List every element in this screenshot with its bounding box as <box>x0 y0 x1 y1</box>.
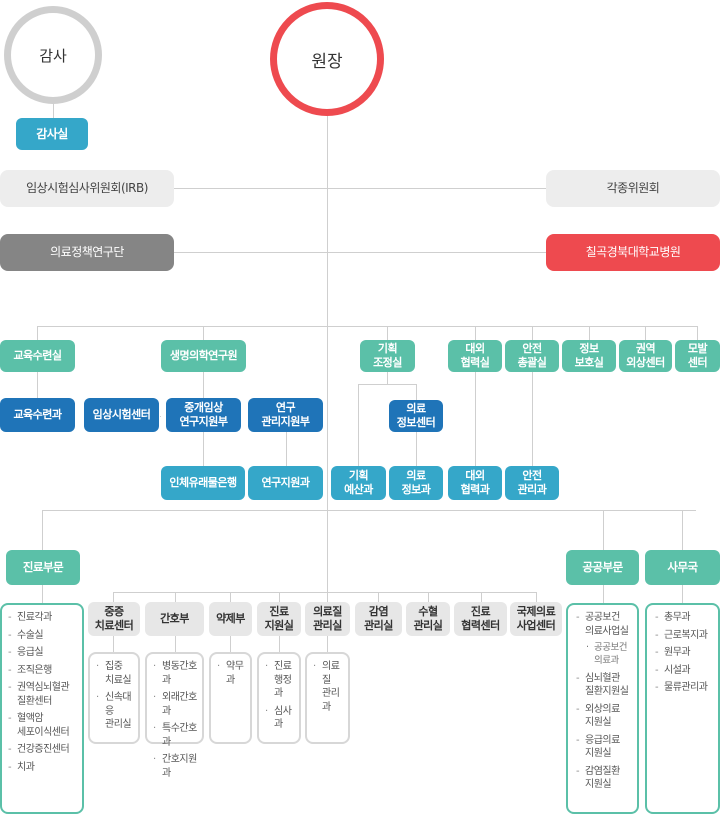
safety-office: 안전 총괄실 <box>505 340 559 372</box>
list-item: 건강증진센터 <box>8 743 78 757</box>
pharmacy-list: 약무과 <box>209 652 252 744</box>
list-item: 혈액암 세포이식센터 <box>8 712 78 739</box>
list-item: 수술실 <box>8 629 78 643</box>
list-item: 특수간호과 <box>153 722 198 749</box>
irb-committee: 임상시험심사위원회(IRB) <box>0 170 174 207</box>
list-item: 공공보건 의료사업실 <box>576 611 633 638</box>
transfusion-office: 수혈 관리실 <box>406 602 450 636</box>
medical-info-team: 의료 정보과 <box>389 466 443 500</box>
pharmacy-dept: 약제부 <box>209 602 252 636</box>
policy-research-group: 의료정책연구단 <box>0 234 174 271</box>
auditor-node: 감사 <box>4 6 102 104</box>
list-item: 권역심뇌혈관 질환센터 <box>8 681 78 708</box>
director-label: 원장 <box>311 51 343 72</box>
clinical-list: 진료각과 수술실 응급실 조직은행 권역심뇌혈관 질환센터 혈액암 세포이식센터… <box>0 603 84 814</box>
list-subitem: 공공보건 의료과 <box>576 642 633 668</box>
list-item: 시설과 <box>655 664 714 678</box>
clinical-division: 진료부문 <box>6 550 80 585</box>
research-management-dept: 연구 관리지원부 <box>248 398 323 432</box>
quality-list: 의료질 관리과 <box>305 652 350 744</box>
planning-office: 기획 조정실 <box>360 340 415 372</box>
translational-research-dept: 중개임상 연구지원부 <box>166 398 241 432</box>
international-medical-center: 국제의료 사업센터 <box>510 602 562 636</box>
admin-list: 총무과 근로복지과 원무과 시설과 물류관리과 <box>645 603 720 814</box>
severe-care-list: 집중 치료실 신속대응 관리실 <box>88 652 140 744</box>
severe-care-center: 중증 치료센터 <box>88 602 140 636</box>
external-cooperation-office: 대외 협력실 <box>448 340 502 372</box>
external-cooperation-team: 대외 협력과 <box>448 466 502 500</box>
safety-management-team: 안전 관리과 <box>505 466 559 500</box>
list-item: 간호지원과 <box>153 753 198 780</box>
medical-support-list: 진료 행정과 심사과 <box>257 652 301 744</box>
director-node: 원장 <box>270 2 384 116</box>
biomedical-research-institute: 생명의학연구원 <box>161 340 246 372</box>
info-protection-office: 정보 보호실 <box>562 340 616 372</box>
public-division: 공공부문 <box>566 550 639 585</box>
list-item: 집중 치료실 <box>96 660 134 687</box>
nursing-list: 병동간호과 외래간호과 특수간호과 간호지원과 <box>145 652 204 779</box>
medical-info-center: 의료 정보센터 <box>389 400 443 432</box>
research-support-team: 연구지원과 <box>248 466 323 500</box>
list-item: 심사과 <box>265 705 295 732</box>
hair-center: 모발 센터 <box>675 340 720 372</box>
list-item: 원무과 <box>655 646 714 660</box>
list-item: 물류관리과 <box>655 681 714 695</box>
list-item: 심뇌혈관 질환지원실 <box>576 672 633 699</box>
admin-bureau: 사무국 <box>645 550 720 585</box>
clinical-cooperation-center: 진료 협력센터 <box>454 602 507 636</box>
list-item: 감염질환 지원실 <box>576 765 633 792</box>
public-list: 공공보건 의료사업실 공공보건 의료과 심뇌혈관 질환지원실 외상의료 지원실 … <box>566 603 639 814</box>
list-item: 치과 <box>8 761 78 775</box>
planning-budget-team: 기획 예산과 <box>331 466 386 500</box>
list-item: 진료각과 <box>8 611 78 625</box>
medical-support-office: 진료 지원실 <box>257 602 301 636</box>
list-item: 진료 행정과 <box>265 660 295 701</box>
clinical-trial-center: 임상시험센터 <box>84 398 159 432</box>
list-item: 응급의료 지원실 <box>576 734 633 761</box>
list-item: 근로복지과 <box>655 629 714 643</box>
education-training-office: 교육수련실 <box>0 340 75 372</box>
list-item: 의료질 관리과 <box>313 660 344 714</box>
list-item: 응급실 <box>8 646 78 660</box>
regional-trauma-center: 권역 외상센터 <box>619 340 672 372</box>
list-item: 총무과 <box>655 611 714 625</box>
list-item: 조직은행 <box>8 664 78 678</box>
human-biobank: 인체유래물은행 <box>161 466 245 500</box>
chilgok-hospital: 칠곡경북대학교병원 <box>546 234 720 271</box>
auditor-label: 감사 <box>39 46 67 65</box>
audit-office: 감사실 <box>16 118 88 150</box>
list-item: 외상의료 지원실 <box>576 703 633 730</box>
quality-management-office: 의료질 관리실 <box>305 602 350 636</box>
list-item: 외래간호과 <box>153 691 198 718</box>
education-training-team: 교육수련과 <box>0 398 75 432</box>
infection-control-office: 감염 관리실 <box>355 602 402 636</box>
list-item: 병동간호과 <box>153 660 198 687</box>
nursing-dept: 간호부 <box>145 602 204 636</box>
list-item: 약무과 <box>217 660 246 687</box>
list-item: 신속대응 관리실 <box>96 691 134 732</box>
various-committees: 각종위원회 <box>546 170 720 207</box>
